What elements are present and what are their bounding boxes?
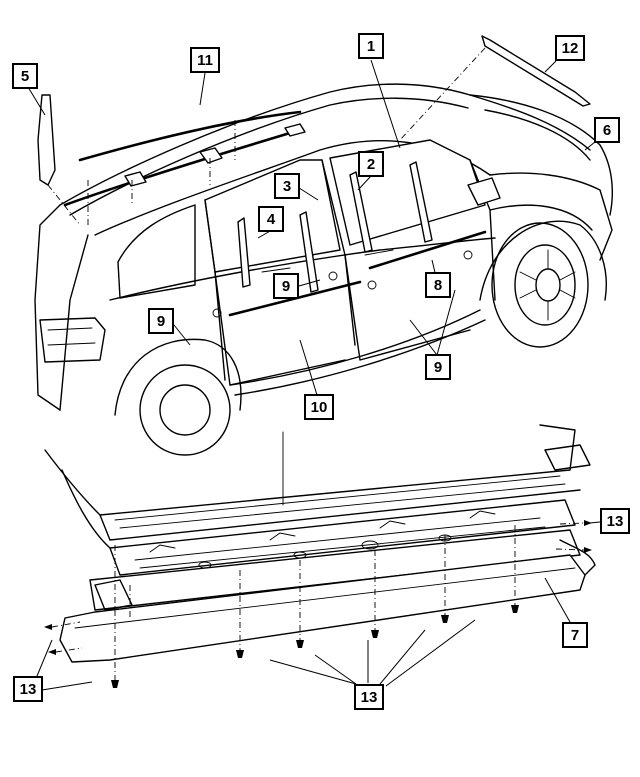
callout-9-quarter: 9 (148, 308, 174, 334)
body-side-moldings (228, 161, 487, 317)
leader-lines-lower (36, 521, 601, 691)
callout-7: 7 (562, 622, 588, 648)
callout-5: 5 (12, 63, 38, 89)
callout-9-door: 9 (273, 273, 299, 299)
leader-lines-upper (27, 59, 601, 396)
callout-11: 11 (190, 47, 220, 73)
callout-2: 2 (358, 151, 384, 177)
callout-4: 4 (258, 206, 284, 232)
roof-rail-parts (63, 110, 306, 225)
callout-8: 8 (425, 272, 451, 298)
callout-3: 3 (274, 173, 300, 199)
callout-6: 6 (594, 117, 620, 143)
a-pillar-molding (37, 94, 81, 226)
sill-assembly (44, 424, 596, 688)
callout-1: 1 (358, 33, 384, 59)
fasteners (44, 520, 592, 688)
callout-10: 10 (304, 394, 334, 420)
roof-ditch-molding (399, 35, 591, 141)
callout-12: 12 (555, 35, 585, 61)
callout-9-front: 9 (425, 354, 451, 380)
callout-13-bottom: 13 (354, 684, 384, 710)
callout-13-right: 13 (600, 508, 630, 534)
callout-13-left: 13 (13, 676, 43, 702)
